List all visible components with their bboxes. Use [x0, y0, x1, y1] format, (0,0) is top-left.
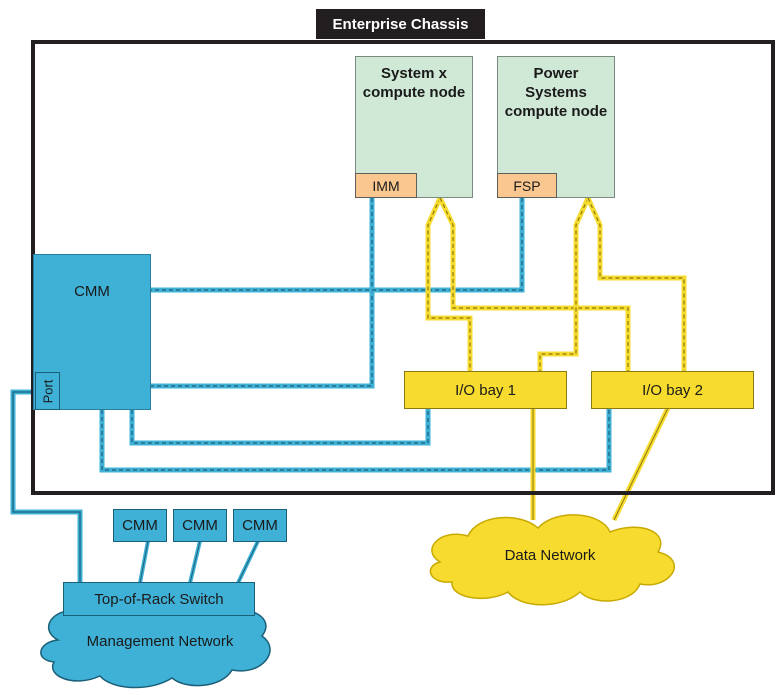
- external-cmm-1: CMM: [113, 509, 167, 542]
- io-bay-1: I/O bay 1: [404, 371, 567, 409]
- external-cmm-2: CMM: [173, 509, 227, 542]
- top-of-rack-switch: Top-of-Rack Switch: [63, 582, 255, 616]
- system-x-node-label: System x compute node: [362, 65, 466, 101]
- data-network-label: Data Network: [504, 547, 596, 564]
- data-cables: [425, 196, 687, 522]
- power-node-label: Power Systems compute node: [504, 65, 608, 120]
- management-cables: [10, 198, 612, 584]
- management-network-label: Management Network: [86, 633, 234, 650]
- chassis-title: Enterprise Chassis: [316, 9, 485, 39]
- imm-processor: IMM: [355, 173, 417, 198]
- cmm-port: Port: [35, 372, 60, 410]
- power-systems-compute-node: Power Systems compute node: [497, 56, 615, 198]
- fsp-processor: FSP: [497, 173, 557, 198]
- cmm-label: CMM: [74, 283, 110, 300]
- io-bay-2: I/O bay 2: [591, 371, 754, 409]
- external-cmm-3: CMM: [233, 509, 287, 542]
- cmm-port-label: Port: [40, 379, 55, 403]
- data-network-cloud: [429, 514, 675, 606]
